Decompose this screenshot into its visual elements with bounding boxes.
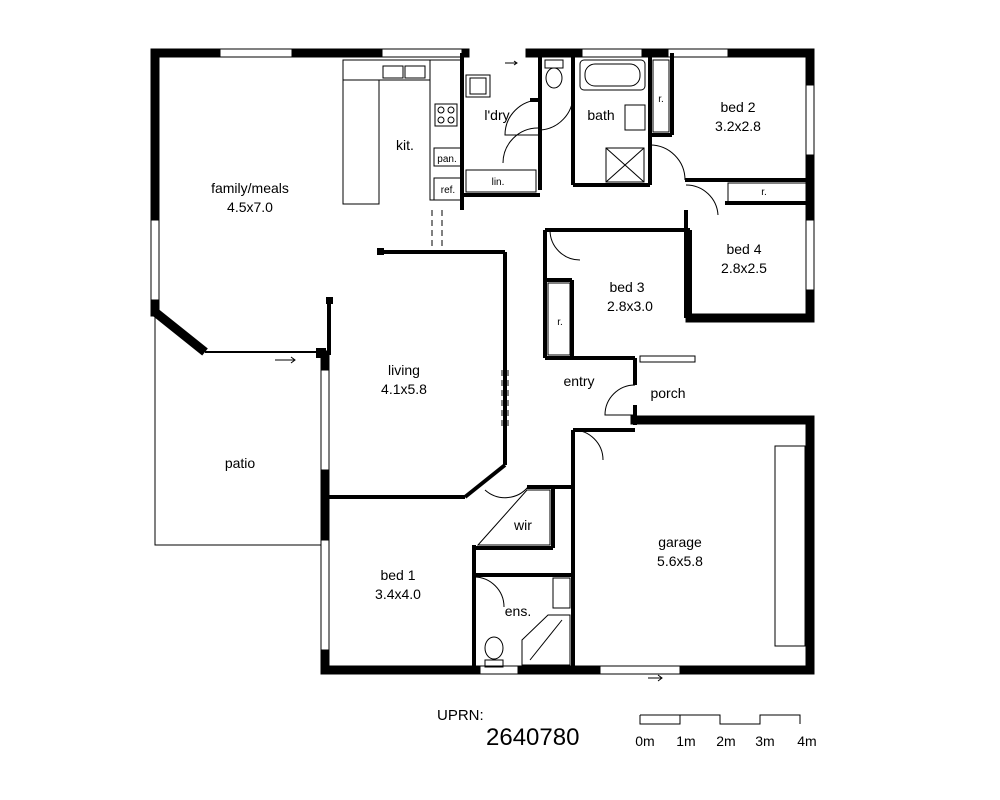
scale-tick-4: 4m <box>797 733 816 749</box>
robe4-label: r. <box>761 187 767 198</box>
bed4-dims: 2.8x2.5 <box>721 260 767 276</box>
scale-tick-3: 3m <box>755 733 774 749</box>
ensuite-label: ens. <box>505 603 531 619</box>
exterior-walls <box>150 48 815 675</box>
uprn-number: 2640780 <box>486 724 579 751</box>
bed2-dims: 3.2x2.8 <box>715 118 761 134</box>
bath-label: bath <box>587 107 614 123</box>
pantry-label: pan. <box>437 154 456 165</box>
laundry-label: l'dry <box>484 107 509 123</box>
sliding-door-arrows <box>275 60 663 682</box>
patio-outline <box>154 312 322 546</box>
scale-bar: 0m 1m 2m 3m 4m <box>635 714 817 749</box>
kitchen-label: kit. <box>396 137 414 153</box>
bed1-dims: 3.4x4.0 <box>375 586 421 602</box>
garage-dims: 5.6x5.8 <box>657 553 703 569</box>
bed1-label: bed 1 <box>380 567 415 583</box>
windows <box>150 48 815 675</box>
scale-tick-2: 2m <box>716 733 735 749</box>
family-label: family/meals <box>211 180 289 196</box>
openings <box>431 210 509 430</box>
bed3-label: bed 3 <box>609 279 644 295</box>
scale-tick-0: 0m <box>635 733 654 749</box>
fridge-label: ref. <box>441 185 455 196</box>
scale-tick-1: 1m <box>676 733 695 749</box>
robe2-label: r. <box>658 94 664 105</box>
robe3-label: r. <box>557 317 563 328</box>
posts <box>316 248 384 358</box>
family-dims: 4.5x7.0 <box>227 199 273 215</box>
room-labels: family/meals 4.5x7.0 kit. pan. ref. l'dr… <box>211 94 767 619</box>
bed2-label: bed 2 <box>720 99 755 115</box>
uprn-label: UPRN: <box>437 707 484 724</box>
bay-window <box>152 308 320 356</box>
wir-label: wir <box>513 517 532 533</box>
living-dims: 4.1x5.8 <box>381 381 427 397</box>
patio-label: patio <box>225 455 256 471</box>
bed4-label: bed 4 <box>726 241 761 257</box>
door-swings <box>473 94 719 608</box>
porch-label: porch <box>650 385 685 401</box>
entry-label: entry <box>563 373 594 389</box>
kitchen-fixtures <box>342 59 809 668</box>
linen-label: lin. <box>492 177 505 188</box>
living-label: living <box>388 362 420 378</box>
garage-label: garage <box>658 534 702 550</box>
bed3-dims: 2.8x3.0 <box>607 298 653 314</box>
